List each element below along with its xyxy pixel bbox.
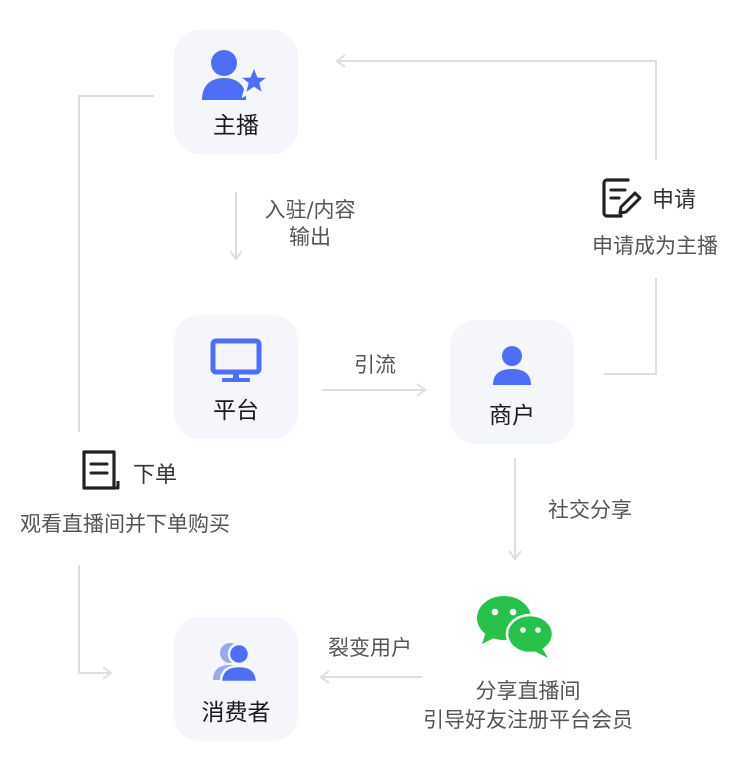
wechat-desc: 分享直播间 引导好友注册平台会员: [400, 677, 656, 735]
apply-desc: 申请成为主播: [592, 234, 718, 258]
edge-label-fission: 裂变用户: [328, 636, 412, 660]
edge-label-share: 社交分享: [548, 498, 632, 522]
wechat-line-2: 引导好友注册平台会员: [423, 708, 633, 732]
users-icon: [213, 642, 259, 684]
consumer-label: 消费者: [201, 700, 271, 726]
node-anchor: 主播: [174, 30, 298, 154]
edit-document-icon: [602, 178, 642, 218]
settle-line-2: 输出: [289, 225, 331, 249]
anchor-label: 主播: [213, 113, 259, 139]
merchant-label: 商户: [489, 403, 535, 429]
settle-line-1: 入驻/内容: [264, 198, 356, 222]
node-platform: 平台: [174, 315, 298, 439]
wechat-icon: [477, 596, 555, 658]
platform-label: 平台: [213, 398, 259, 424]
order-desc: 观看直播间并下单购买: [20, 512, 230, 536]
monitor-icon: [210, 338, 262, 382]
order-title: 下单: [133, 463, 178, 488]
edge-label-settle: 入驻/内容 输出: [250, 197, 370, 251]
edge-label-traffic: 引流: [354, 353, 396, 377]
wechat-line-1: 分享直播间: [475, 679, 581, 703]
apply-title: 申请: [652, 188, 697, 213]
node-consumer: 消费者: [174, 617, 298, 741]
user-star-icon: [202, 50, 272, 100]
node-merchant: 商户: [450, 320, 574, 444]
user-icon: [493, 346, 531, 385]
document-icon: [82, 450, 120, 490]
